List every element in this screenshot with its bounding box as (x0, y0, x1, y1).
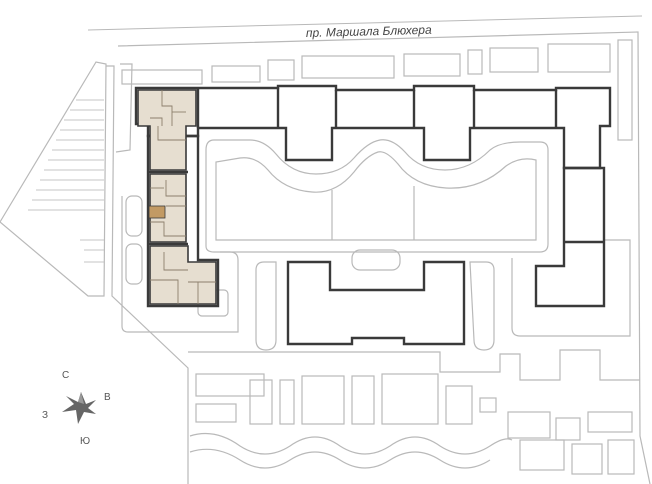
street-line (87, 15, 643, 31)
west-parking-ticks (28, 99, 104, 263)
parking-lot (547, 43, 611, 73)
south-wavy-edge (189, 433, 513, 455)
street-name-label: пр. Маршала Блюхера (306, 23, 432, 40)
apartment-divisions (150, 90, 216, 304)
parking-lot (267, 59, 295, 81)
selected-section-south[interactable] (149, 245, 217, 305)
building-east-wing (534, 166, 606, 308)
compass-needle (62, 392, 96, 424)
parking-lot (403, 53, 461, 77)
building-west-wing (146, 134, 220, 308)
site-boundary (0, 31, 651, 484)
building-north-wing (134, 84, 612, 170)
parking-lot (467, 49, 483, 75)
south-area (188, 349, 640, 475)
parking-lot (121, 69, 203, 85)
parking-lot (211, 65, 261, 83)
courtyard-bed (351, 249, 401, 271)
selected-section[interactable] (137, 89, 217, 305)
compass-north-label: С (62, 370, 69, 381)
parking-strip (115, 63, 133, 153)
courtyard-wavy-edge (205, 139, 549, 253)
residential-building (134, 84, 612, 346)
parking-lot (301, 55, 395, 79)
compass-rose: С В Ю З (42, 370, 111, 447)
building-south-block (286, 260, 466, 346)
parking-lot (617, 39, 633, 141)
compass-east-label: В (104, 392, 111, 403)
east-loop (511, 239, 631, 337)
courtyard-loop-left (255, 261, 277, 351)
courtyard-loop-right (469, 261, 495, 351)
selected-section-middle[interactable] (149, 173, 187, 243)
north-parking (121, 39, 633, 141)
parking-lot (489, 47, 539, 73)
west-road-edge (106, 65, 189, 484)
compass-west-label: З (42, 410, 48, 421)
selected-apartment[interactable] (148, 205, 166, 219)
west-wedge (0, 61, 107, 297)
courtyard-inner-edge (215, 151, 537, 241)
boundary-outer (117, 31, 651, 484)
selected-section-north[interactable] (137, 89, 197, 171)
street: пр. Маршала Блюхера (87, 15, 643, 40)
courtyard (121, 139, 631, 351)
west-loop (121, 196, 239, 333)
compass-south-label: Ю (80, 436, 90, 447)
